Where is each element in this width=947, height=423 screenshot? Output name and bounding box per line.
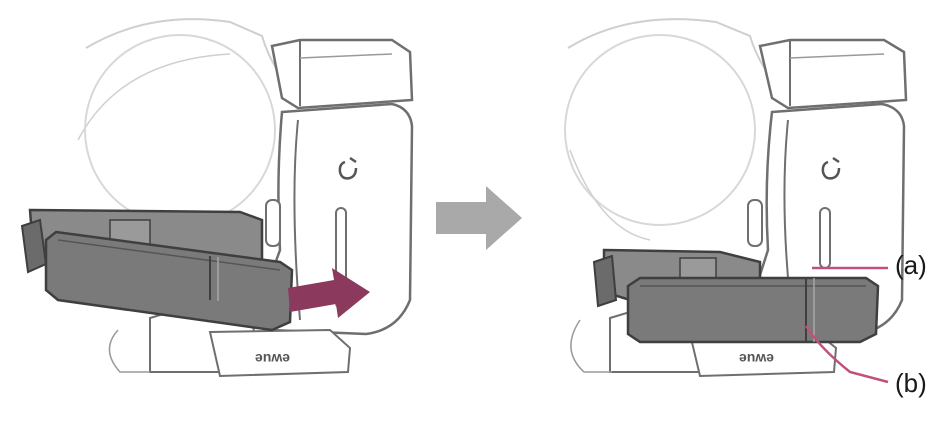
- slide-right-arrow-icon: [288, 268, 370, 318]
- callout-label-a: (a): [895, 250, 927, 280]
- svg-text:ewue: ewue: [255, 351, 290, 367]
- svg-text:ewue: ewue: [739, 351, 774, 367]
- next-step-arrow-icon: [436, 186, 522, 250]
- callout-lines: [804, 266, 889, 384]
- left-panel-camera: ewue: [77, 18, 414, 378]
- left-panel-battery: [20, 208, 294, 332]
- right-panel-battery: [592, 248, 880, 344]
- callout-label-b: (b): [895, 368, 927, 398]
